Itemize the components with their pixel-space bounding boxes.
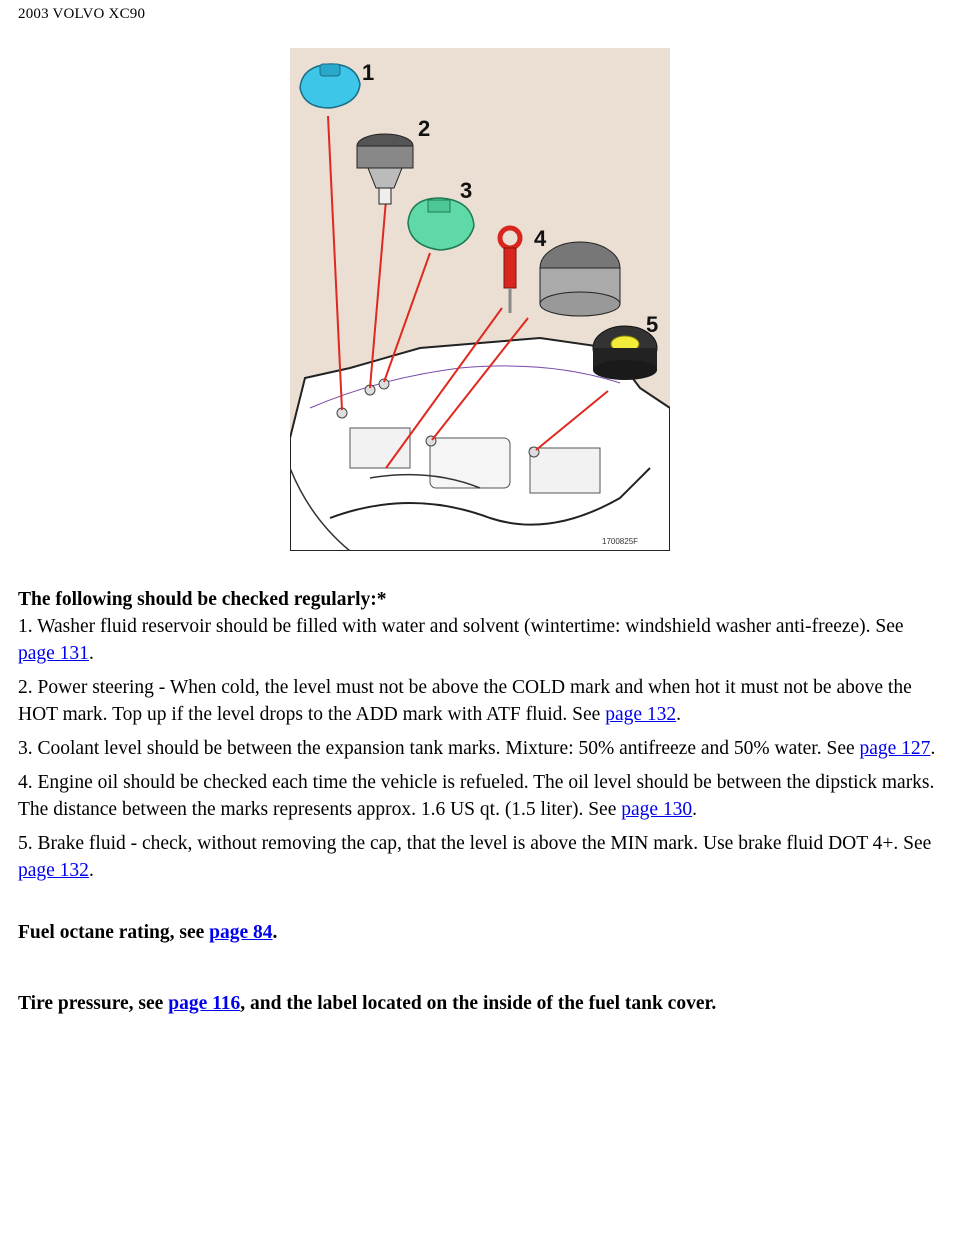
engine-fluid-diagram: 1 2 3 4 5 1700825F [290,48,670,551]
callout-1: 1 [362,60,374,85]
leader-lines [327,115,609,469]
callout-3: 3 [460,178,472,203]
page-link[interactable]: page 116 [168,993,241,1014]
page-link[interactable]: page 84 [209,922,273,943]
coolant-cap-icon [407,197,475,251]
checklist-heading: The following should be checked regularl… [18,589,387,610]
page-link[interactable]: page 132 [18,860,89,881]
callout-4: 4 [534,226,547,251]
main-content: The following should be checked regularl… [18,586,943,1017]
document-header: 2003 VOLVO XC90 [18,6,146,22]
check-item-2: 2. Power steering - When cold, the level… [18,677,912,725]
oil-cap-icon [539,241,621,317]
brake-fluid-cap-icon [592,325,658,380]
octane-note: Fuel octane rating, see page 84. [18,922,278,943]
figure-code: 1700825F [602,537,638,546]
check-item-5: 5. Brake fluid - check, without removing… [18,833,932,881]
callout-2: 2 [418,116,430,141]
page-link[interactable]: page 132 [605,704,677,725]
check-item-3: 3. Coolant level should be between the e… [18,738,936,759]
check-item-4: 4. Engine oil should be checked each tim… [18,772,935,820]
washer-cap-icon [299,63,361,109]
page-link[interactable]: page 131 [18,643,89,664]
check-item-1: 1. Washer fluid reservoir should be fill… [18,616,904,664]
page-link[interactable]: page 130 [621,799,693,820]
oil-dipstick-icon [497,225,523,313]
tire-pressure-note: Tire pressure, see page 116, and the lab… [18,993,717,1014]
engine-bay-icon [290,336,670,551]
callout-5: 5 [646,312,658,337]
page-link[interactable]: page 127 [859,738,931,759]
power-steering-cap-icon [356,133,414,205]
